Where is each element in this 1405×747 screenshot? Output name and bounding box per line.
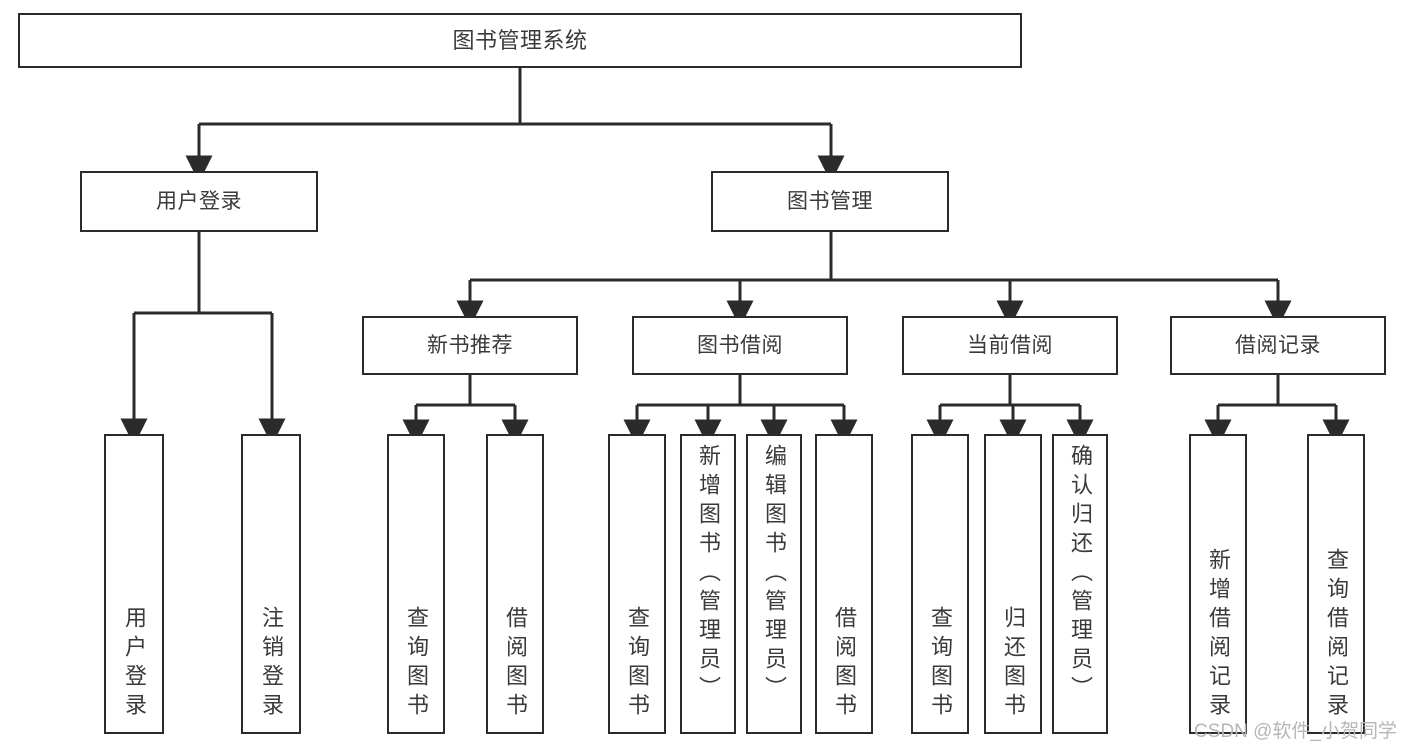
node-book-borrow-label: 图书借阅 bbox=[697, 334, 783, 357]
node-leaf-return-book[interactable]: 归还图书 bbox=[984, 434, 1042, 734]
node-leaf-logout-label: 注销登录 bbox=[259, 606, 284, 722]
node-leaf-return-book-label: 归还图书 bbox=[1001, 606, 1026, 722]
node-leaf-user-login-label: 用户登录 bbox=[122, 606, 147, 722]
node-leaf-logout[interactable]: 注销登录 bbox=[241, 434, 301, 734]
node-book-mgmt[interactable]: 图书管理 bbox=[711, 171, 949, 232]
node-leaf-add-book-label: 新增图书（管理员） bbox=[696, 444, 721, 705]
node-book-mgmt-label: 图书管理 bbox=[787, 190, 873, 213]
node-new-book-rec-label: 新书推荐 bbox=[427, 334, 513, 357]
node-leaf-edit-book-label: 编辑图书（管理员） bbox=[762, 444, 787, 705]
node-leaf-query-book-2-label: 查询图书 bbox=[625, 606, 650, 722]
node-borrow-record-label: 借阅记录 bbox=[1235, 334, 1321, 357]
node-leaf-query-book-1[interactable]: 查询图书 bbox=[387, 434, 445, 734]
node-leaf-add-book[interactable]: 新增图书（管理员） bbox=[680, 434, 736, 734]
node-leaf-query-book-1-label: 查询图书 bbox=[404, 606, 429, 722]
node-book-borrow[interactable]: 图书借阅 bbox=[632, 316, 848, 375]
node-new-book-rec[interactable]: 新书推荐 bbox=[362, 316, 578, 375]
node-leaf-query-record[interactable]: 查询借阅记录 bbox=[1307, 434, 1365, 734]
node-leaf-query-book-3[interactable]: 查询图书 bbox=[911, 434, 969, 734]
node-leaf-add-record-label: 新增借阅记录 bbox=[1206, 548, 1231, 722]
node-root[interactable]: 图书管理系统 bbox=[18, 13, 1022, 68]
node-leaf-borrow-book-1[interactable]: 借阅图书 bbox=[486, 434, 544, 734]
node-leaf-borrow-book-1-label: 借阅图书 bbox=[503, 606, 528, 722]
node-leaf-borrow-book-2-label: 借阅图书 bbox=[832, 606, 857, 722]
node-leaf-confirm-return-label: 确认归还（管理员） bbox=[1068, 444, 1093, 705]
node-leaf-query-record-label: 查询借阅记录 bbox=[1324, 548, 1349, 722]
node-leaf-query-book-2[interactable]: 查询图书 bbox=[608, 434, 666, 734]
node-leaf-query-book-3-label: 查询图书 bbox=[928, 606, 953, 722]
node-leaf-user-login[interactable]: 用户登录 bbox=[104, 434, 164, 734]
node-root-label: 图书管理系统 bbox=[452, 27, 588, 53]
node-user-login-label: 用户登录 bbox=[156, 190, 242, 213]
node-leaf-borrow-book-2[interactable]: 借阅图书 bbox=[815, 434, 873, 734]
node-current-borrow[interactable]: 当前借阅 bbox=[902, 316, 1118, 375]
node-leaf-edit-book[interactable]: 编辑图书（管理员） bbox=[746, 434, 802, 734]
node-leaf-confirm-return[interactable]: 确认归还（管理员） bbox=[1052, 434, 1108, 734]
node-leaf-add-record[interactable]: 新增借阅记录 bbox=[1189, 434, 1247, 734]
node-current-borrow-label: 当前借阅 bbox=[967, 334, 1053, 357]
node-user-login[interactable]: 用户登录 bbox=[80, 171, 318, 232]
node-borrow-record[interactable]: 借阅记录 bbox=[1170, 316, 1386, 375]
watermark: CSDN @软件_小贺同学 bbox=[1194, 721, 1397, 742]
